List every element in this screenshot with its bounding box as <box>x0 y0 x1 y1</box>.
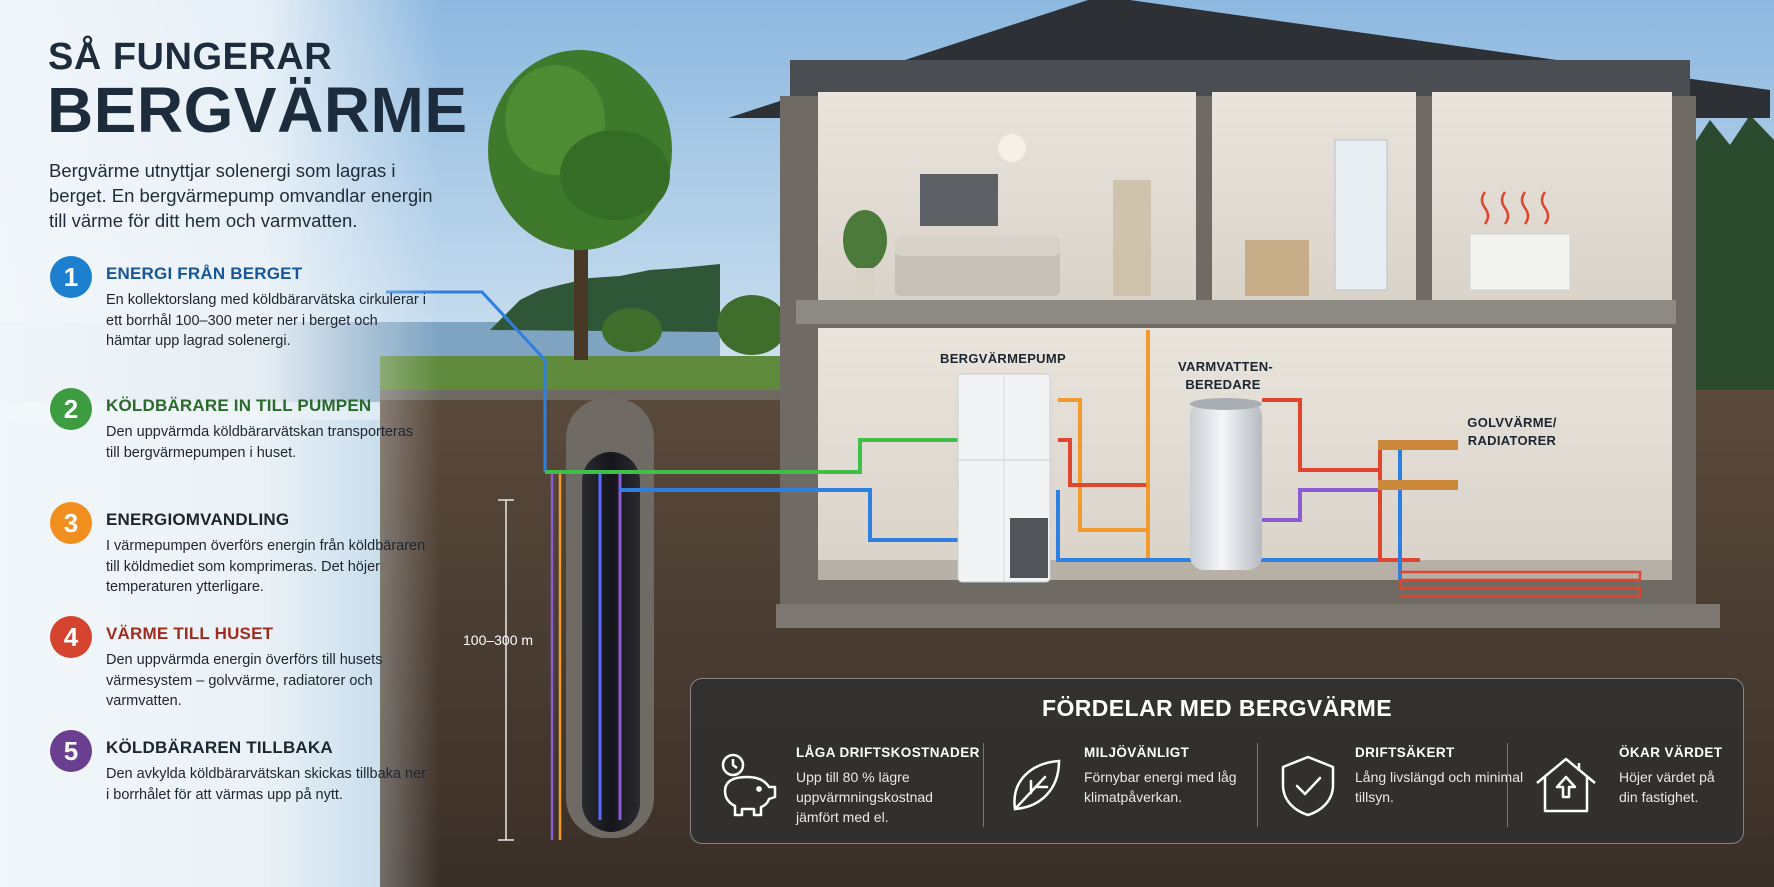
floor-heating-label: GOLVVÄRME/RADIATORER <box>1467 415 1557 448</box>
title-line-1: SÅ FUNGERAR <box>48 36 333 78</box>
divider <box>1257 743 1258 827</box>
divider <box>983 743 984 827</box>
step-title: ENERGI FRÅN BERGET <box>106 264 303 283</box>
benefits-title: FÖRDELAR MED BERGVÄRME <box>1042 695 1392 721</box>
step-number-badge: 4 <box>50 616 92 658</box>
heat-pump-label: BERGVÄRMEPUMP <box>940 351 1066 366</box>
benefit-text: Höjer värdet på din fastighet. <box>1619 769 1715 805</box>
step-title: KÖLDBÄRARE IN TILL PUMPEN <box>106 396 372 415</box>
benefit-title: MILJÖVÄNLIGT <box>1084 745 1190 760</box>
step-text: Den uppvärmda energin överförs till huse… <box>106 652 383 709</box>
benefit-title: LÅGA DRIFTSKOSTNADER <box>796 745 980 760</box>
piggy-bank-icon <box>721 753 777 817</box>
page-title: BERGVÄRME <box>47 74 468 146</box>
leaf-icon <box>1013 759 1061 811</box>
benefit-text: Lång livslängd och minimal tillsyn. <box>1355 769 1524 805</box>
intro-text: Bergvärme utnyttjar solenergi som lagras… <box>49 160 433 231</box>
benefit-title: ÖKAR VÄRDET <box>1619 745 1723 760</box>
water-heater-label: VARMVATTEN-BEREDARE <box>1178 359 1274 392</box>
step-text: I värmepumpen överförs energin från köld… <box>106 538 426 595</box>
step-title: KÖLDBÄRAREN TILLBAKA <box>106 738 333 757</box>
benefit-reliable: DRIFTSÄKERT Lång livslängd och minimal t… <box>1273 745 1533 835</box>
step-title: ENERGIOMVANDLING <box>106 510 290 529</box>
benefit-text: Upp till 80 % lägre uppvärmningskostnad … <box>796 769 933 825</box>
divider <box>1507 743 1508 827</box>
step-text: Den uppvärmda köldbärarvätskan transport… <box>106 424 414 461</box>
step-text: Den avkylda köldbärarvätskan skickas til… <box>106 766 426 803</box>
benefit-value: ÖKAR VÄRDET Höjer värdet på din fastighe… <box>1531 745 1731 835</box>
shield-check-icon <box>1281 755 1335 817</box>
benefit-eco: MILJÖVÄNLIGT Förnybar energi med låg kli… <box>1001 745 1261 835</box>
step-number-badge: 2 <box>50 388 92 430</box>
benefit-title: DRIFTSÄKERT <box>1355 745 1455 760</box>
step-text: En kollektorslang med köldbärarvätska ci… <box>106 292 426 349</box>
house-arrow-icon <box>1536 757 1596 813</box>
depth-label: 100–300 m <box>463 632 534 648</box>
step-title: VÄRME TILL HUSET <box>106 624 274 643</box>
step-number-badge: 1 <box>50 256 92 298</box>
benefit-low-costs: LÅGA DRIFTSKOSTNADER Upp till 80 % lägre… <box>711 745 979 835</box>
benefit-text: Förnybar energi med låg klimatpåverkan. <box>1084 769 1237 805</box>
benefits-panel: FÖRDELAR MED BERGVÄRME LÅGA DRIFTSKOSTNA… <box>690 678 1744 844</box>
step-number-badge: 3 <box>50 502 92 544</box>
step-number-badge: 5 <box>50 730 92 772</box>
